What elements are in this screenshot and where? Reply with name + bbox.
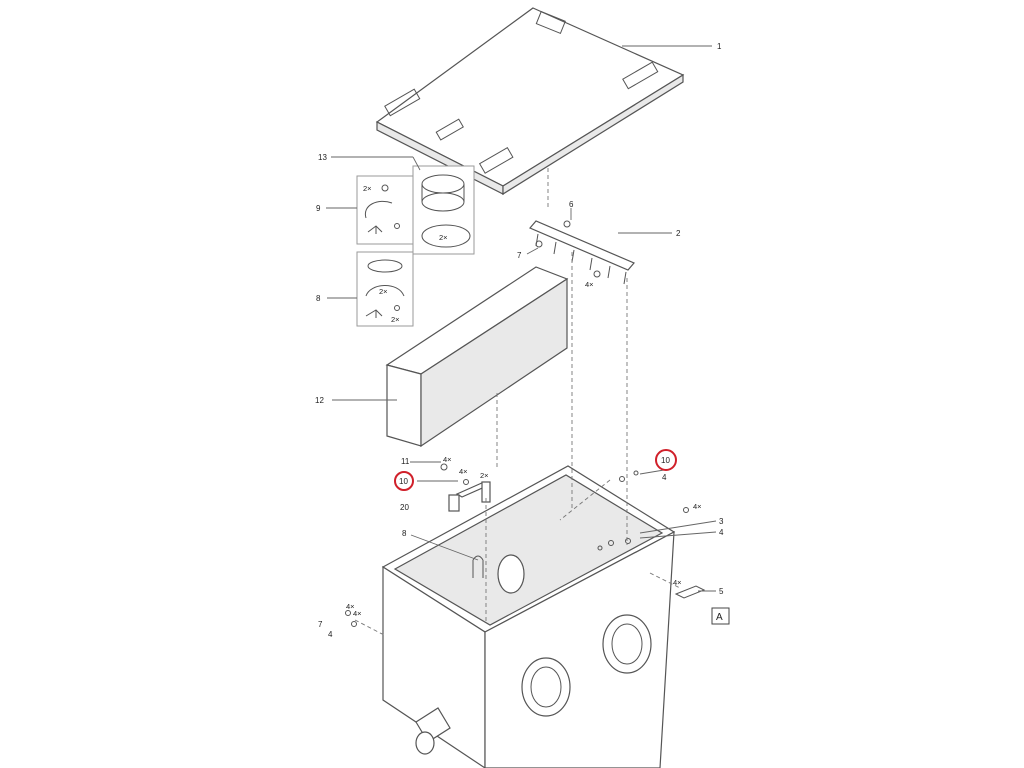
callout-10: 10 <box>661 456 670 465</box>
highlight-circle <box>655 449 677 471</box>
callout-20: 20 <box>400 503 409 512</box>
callout-9: 9 <box>316 204 321 213</box>
callout-13: 13 <box>318 153 327 162</box>
qty-label: 2× <box>363 184 372 193</box>
callout-2: 2 <box>676 229 681 238</box>
callout-labels: 1 2 3 4 4 4 5 6 7 7 8 8 9 10 10 11 12 13… <box>315 42 724 639</box>
qty-label: 2× <box>391 315 400 324</box>
assembly-lines <box>354 168 681 637</box>
lid <box>375 7 685 196</box>
callout-3: 3 <box>719 517 724 526</box>
quantity-labels: 2× 2× 2× 2× 4× 4× 4× 2× 4× 4× 4× 4× <box>346 184 702 618</box>
qty-label: 4× <box>346 602 355 611</box>
highlight-circle <box>394 471 414 491</box>
qty-label: 4× <box>673 578 682 587</box>
leader-lines <box>326 45 717 592</box>
highlight-markers <box>394 449 677 491</box>
kit-box-13 <box>412 165 475 255</box>
kit-box-9 <box>356 175 414 245</box>
callout-4: 4 <box>328 630 333 639</box>
callout-4: 4 <box>719 528 724 537</box>
callout-7: 7 <box>318 620 323 629</box>
callout-8: 8 <box>402 529 407 538</box>
callout-12: 12 <box>315 396 324 405</box>
figure-id-label: A <box>716 612 723 623</box>
hardware <box>345 470 706 627</box>
qty-label: 4× <box>353 609 362 618</box>
qty-label: 4× <box>443 455 452 464</box>
callout-5: 5 <box>719 587 724 596</box>
bar <box>529 220 635 285</box>
callout-8: 8 <box>316 294 321 303</box>
qty-label: 4× <box>693 502 702 511</box>
figure-id-box: A <box>711 607 730 625</box>
qty-label: 4× <box>459 467 468 476</box>
qty-label: 2× <box>379 287 388 296</box>
qty-label: 4× <box>585 280 594 289</box>
kit-box-8 <box>356 251 414 327</box>
callout-11: 11 <box>401 457 410 466</box>
qty-label: 2× <box>480 471 489 480</box>
callout-4: 4 <box>662 473 667 482</box>
filter-block <box>385 266 569 448</box>
callout-10: 10 <box>399 477 408 486</box>
callout-6: 6 <box>569 200 574 209</box>
main-box <box>381 465 676 768</box>
qty-label: 2× <box>439 233 448 242</box>
callout-7: 7 <box>517 251 522 260</box>
callout-1: 1 <box>717 42 722 51</box>
